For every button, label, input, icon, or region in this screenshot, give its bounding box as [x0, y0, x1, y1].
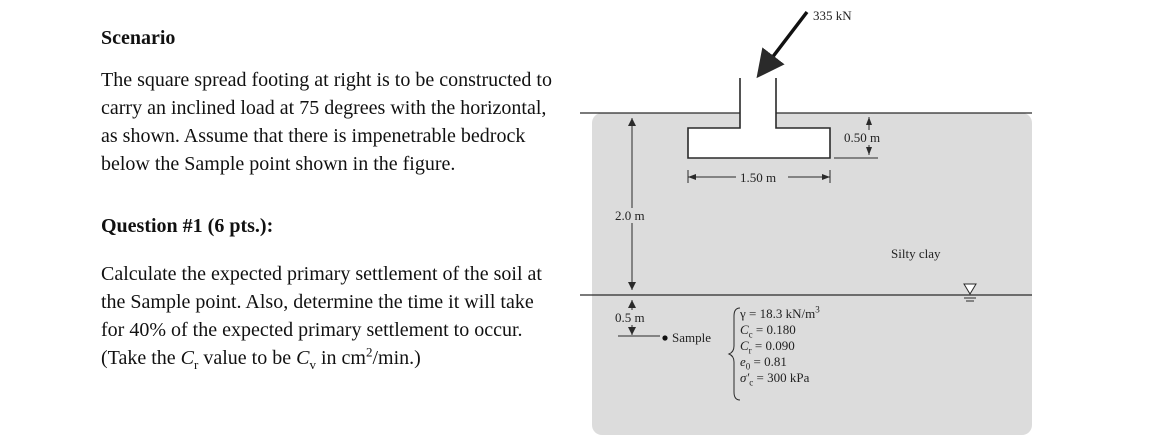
sample-point: [662, 335, 668, 341]
water-table-icon: [963, 283, 977, 302]
depth-label: 2.0 m: [615, 208, 645, 223]
sample-label: Sample: [672, 330, 711, 345]
question-text-end: /min.): [372, 347, 421, 369]
problem-text: Scenario The square spread footing at ri…: [101, 24, 561, 372]
load-arrow: [756, 10, 809, 79]
width-label: 1.50 m: [740, 170, 777, 185]
question-heading: Question #1 (6 pts.):: [101, 215, 274, 237]
cv-symbol: C: [296, 347, 310, 369]
soil-region: [592, 113, 1032, 435]
cv-subscript: v: [309, 357, 316, 372]
unit-power: 2: [365, 344, 373, 360]
soil-label: Silty clay: [891, 246, 941, 261]
question-text-unit: in cm: [315, 347, 366, 369]
scenario-heading: Scenario: [101, 27, 176, 49]
footing-figure: 335 kN 0.50 m 1.50 m 2.0 m 0.5 m Silty c…: [580, 0, 1040, 442]
embed-depth-label: 0.50 m: [844, 130, 881, 145]
soil-properties: γ = 18.3 kN/m3 Cc = 0.180 Cr = 0.090 e0 …: [740, 304, 820, 388]
prop-sigma: σ′c = 300 kPa: [740, 370, 810, 388]
cr-subscript: r: [194, 357, 199, 372]
cr-symbol: C: [180, 347, 195, 369]
question-paragraph: Calculate the expected primary settlemen…: [101, 260, 561, 372]
prop-gamma: γ = 18.3 kN/m3: [740, 304, 820, 321]
prop-cc: Cc = 0.180: [740, 322, 796, 340]
properties-brace: [727, 307, 741, 401]
scenario-paragraph: The square spread footing at right is to…: [101, 69, 552, 175]
question-text-middle: value to be: [198, 347, 297, 369]
figure-drawing: [580, 10, 1032, 435]
load-label: 335 kN: [813, 8, 852, 23]
prop-cr: Cr = 0.090: [740, 338, 795, 356]
sample-offset-label: 0.5 m: [615, 310, 645, 325]
prop-e0: e0 = 0.81: [740, 354, 787, 372]
question-text-start: Calculate the expected primary settlemen…: [101, 263, 542, 369]
